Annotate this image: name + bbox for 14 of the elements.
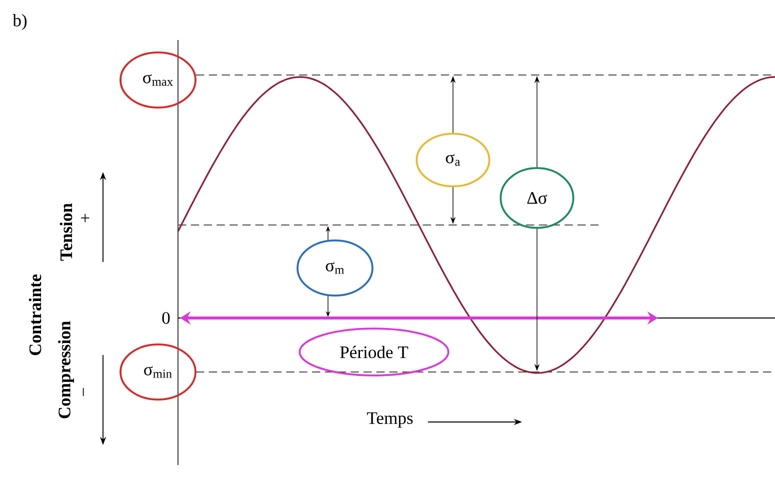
circled-label: Δσ [500,167,574,229]
circled-label: σ$_{max}$ [120,52,196,108]
circled-label: σ$_{a}$ [416,132,490,188]
circled-label: Période T [298,328,450,376]
axis-label: Contrainte [28,274,42,356]
circled-label: σ$_{min}$ [120,344,196,400]
axis-label: 0 [162,312,170,324]
axis-label: − [82,388,84,396]
axis-label: b) [12,14,27,30]
axis-label: Compression [58,321,74,418]
axis-label: + [81,214,90,222]
axis-label: Temps [367,412,413,428]
circled-label: σ$_{m}$ [296,240,374,296]
axis-label: Tension [60,203,72,261]
